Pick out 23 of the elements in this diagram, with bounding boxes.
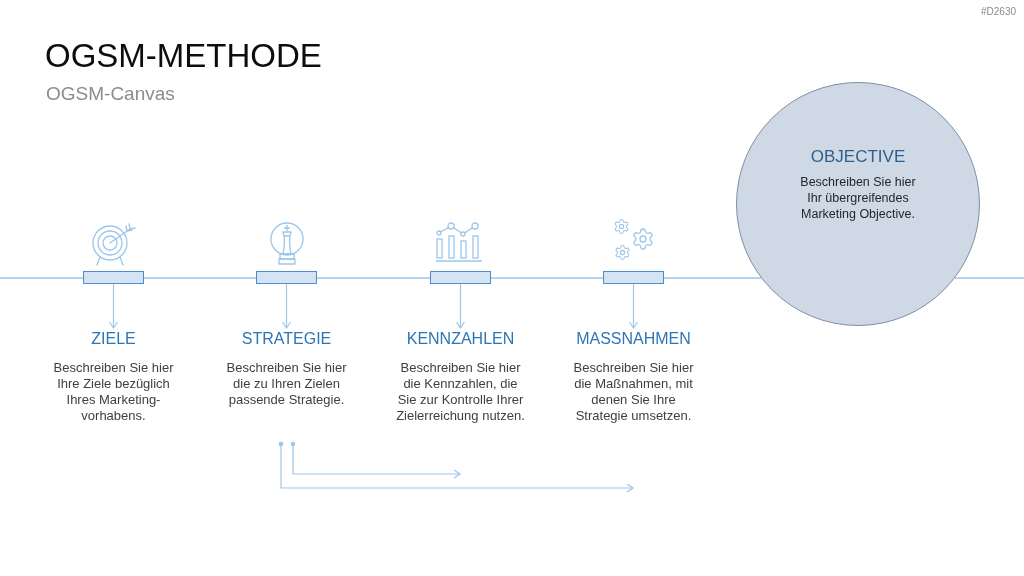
arrow bbox=[108, 283, 119, 329]
arrow bbox=[290, 441, 461, 479]
arrow bbox=[455, 283, 466, 329]
timeline-bar bbox=[603, 271, 664, 284]
column-heading: STRATEGIE bbox=[241, 329, 332, 349]
arrow bbox=[278, 441, 634, 493]
timeline-bar bbox=[430, 271, 491, 284]
timeline-bar bbox=[83, 271, 144, 284]
column-description: Beschreiben Sie hier die zu Ihren Zielen passende Strategie. bbox=[225, 360, 348, 408]
column-heading: ZIELE bbox=[91, 329, 136, 349]
title: OGSM-METHODE bbox=[45, 36, 322, 76]
arrow bbox=[628, 283, 639, 329]
reference-code: #D2630 bbox=[980, 6, 1016, 18]
circle-description: Beschreiben Sie hier Ihr übergreifendes Marketing Objective. bbox=[799, 174, 917, 222]
circle-heading: OBJECTIVE bbox=[810, 146, 906, 168]
column-description: Beschreiben Sie hier die Kennzahlen, die Sie zur Kontrolle Ihrer Zielerreichung nutzen. bbox=[395, 360, 526, 424]
column-description: Beschreiben Sie hier Ihre Ziele bezüglich Ihres Marketing-vorhabens. bbox=[52, 360, 175, 424]
arrow bbox=[281, 283, 292, 329]
column-heading: KENNZAHLEN bbox=[406, 329, 515, 349]
column-description: Beschreiben Sie hier die Maßnahmen, mit denen Sie Ihre Strategie umsetzen. bbox=[572, 360, 695, 424]
subtitle: OGSM-Canvas bbox=[46, 82, 175, 106]
column-heading: MASSNAHMEN bbox=[576, 329, 691, 349]
timeline-bar bbox=[256, 271, 317, 284]
